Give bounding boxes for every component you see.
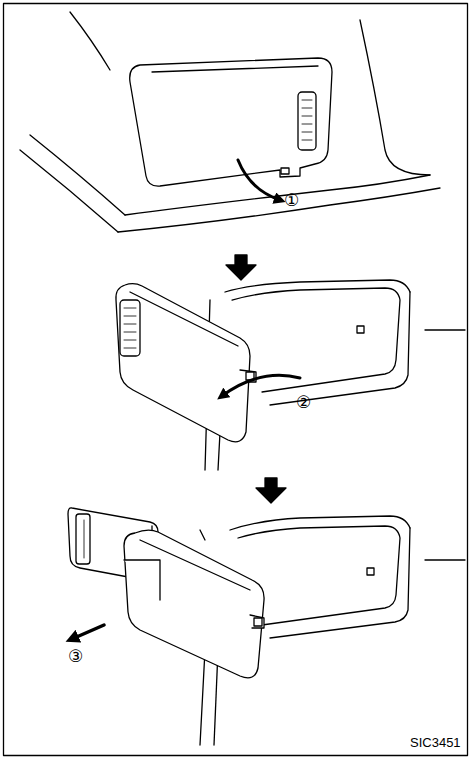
pull-arrow — [72, 625, 104, 639]
callout-number: ② — [296, 394, 311, 411]
sun-visor-stowed — [130, 58, 332, 186]
sun-visor-side — [124, 530, 264, 678]
step-arrow — [256, 478, 286, 503]
step-arrow — [226, 255, 256, 280]
swing-arrow — [222, 375, 300, 396]
rotate-arrow — [238, 160, 280, 200]
callout-number: ① — [284, 192, 299, 209]
callout-number: ③ — [68, 648, 83, 665]
sun-visor-lowered — [116, 284, 256, 442]
headliner-lines — [20, 12, 440, 232]
headliner-lines — [205, 280, 465, 470]
figure-code: SIC3451 — [410, 736, 461, 749]
frame — [4, 4, 468, 756]
